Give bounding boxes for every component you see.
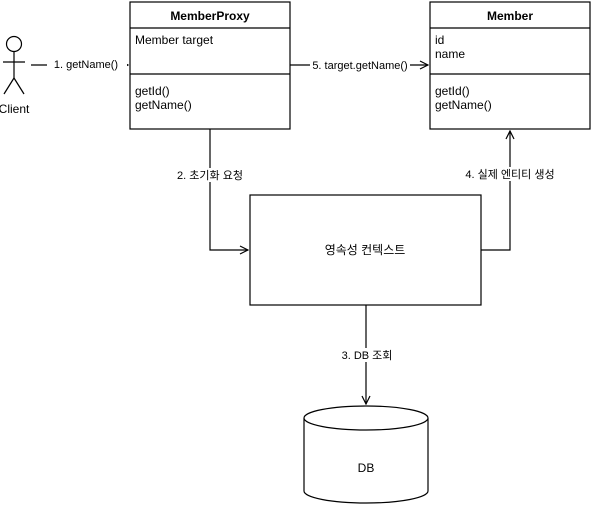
arrow-label: 3. DB 조회 xyxy=(342,349,393,362)
arrow-line xyxy=(209,129,248,250)
persistence-context-box xyxy=(249,194,482,306)
database-cylinder: DB xyxy=(303,405,429,504)
member-field: name xyxy=(435,47,465,61)
actor-label: Client xyxy=(0,102,30,116)
arrow-label-bg xyxy=(47,57,127,71)
persistence-context: 영속성 컨텍스트 xyxy=(249,194,482,306)
db-body xyxy=(303,418,429,504)
member-method: getName() xyxy=(435,98,492,112)
arrow-label-bg xyxy=(310,58,410,72)
proxy-field: Member target xyxy=(135,33,214,47)
persistence-context-label: 영속성 컨텍스트 xyxy=(325,243,406,257)
member-field: id xyxy=(435,33,444,47)
arrow-label: 4. 실제 엔티티 생성 xyxy=(465,168,554,181)
member-proxy-class: MemberProxy Member target getId() getNam… xyxy=(129,1,291,130)
db-label: DB xyxy=(358,461,375,475)
arrow-label: 2. 초기화 요청 xyxy=(177,169,243,182)
arrow-label: 1. getName() xyxy=(54,59,118,71)
arrow-label-bg xyxy=(334,348,400,362)
arrow-context-to-member: 4. 실제 엔티티 생성 xyxy=(465,131,555,251)
actor-left-leg xyxy=(3,77,15,95)
arrow-label-bg xyxy=(466,167,554,181)
member-method: getId() xyxy=(435,84,470,98)
member-class: Member id name getId() getName() xyxy=(429,1,591,130)
proxy-box xyxy=(129,1,291,130)
actor-right-leg xyxy=(13,77,25,95)
proxy-method: getName() xyxy=(135,98,192,112)
client-actor: Client xyxy=(0,35,30,116)
member-title: Member xyxy=(487,9,533,23)
actor-head xyxy=(5,35,23,53)
arrow-line xyxy=(481,131,510,251)
arrow-client-to-proxy: 1. getName() xyxy=(31,57,128,71)
arrow-context-to-db: 3. DB 조회 xyxy=(334,305,400,404)
arrow-proxy-to-context: 2. 초기화 요청 xyxy=(176,129,248,250)
proxy-title: MemberProxy xyxy=(170,9,250,23)
proxy-method: getId() xyxy=(135,84,170,98)
arrow-proxy-to-member: 5. target.getName() xyxy=(290,58,428,72)
member-box xyxy=(429,1,591,130)
arrow-label-bg xyxy=(176,168,244,182)
db-top xyxy=(303,405,429,431)
arrow-label: 5. target.getName() xyxy=(312,60,407,72)
